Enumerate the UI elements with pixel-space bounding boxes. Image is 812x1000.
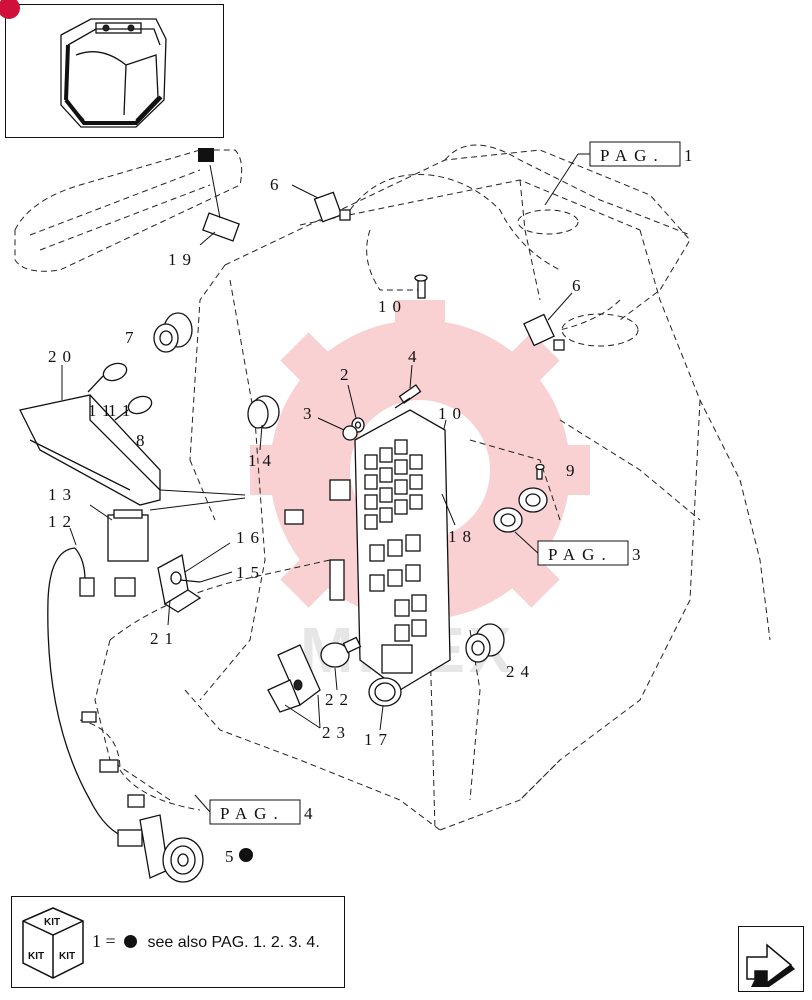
callout-19: 19	[168, 250, 197, 269]
kit-cube-icon: KIT KIT KIT	[22, 907, 84, 979]
page-ref-pag4[interactable]: PAG. 4	[194, 794, 320, 825]
kit-legend-number: 1	[92, 931, 101, 951]
part-6-connector-top	[313, 191, 351, 223]
kit-legend-line: 1 = see also PAG. 1. 2. 3. 4.	[92, 931, 320, 952]
callout-24: 24	[506, 662, 535, 681]
part-19-decal	[202, 212, 240, 242]
part-6-connector-right	[523, 313, 565, 351]
cab-thumbnail-drawing	[60, 18, 167, 128]
kit-cube-left-label: KIT	[28, 951, 44, 962]
part-14-cap	[247, 395, 280, 429]
next-page-arrow-icon	[746, 943, 795, 987]
console-switch-panel	[198, 148, 214, 162]
part-11-bulb-upper	[87, 362, 128, 393]
upper-harness	[349, 144, 691, 291]
page-ref-pag4-label: PAG.	[220, 804, 285, 823]
relay-socket	[114, 577, 136, 597]
part-7-grommet	[153, 312, 193, 353]
page-ref-pag3[interactable]: PAG. 3	[537, 540, 648, 566]
callout-2: 2	[340, 365, 355, 384]
callout-11-left: 11	[88, 401, 116, 420]
kit-legend-text: see also PAG. 1. 2. 3. 4.	[147, 934, 320, 951]
callout-5: 5	[225, 847, 240, 866]
part-15-bolt	[170, 571, 201, 585]
callout-15: 15	[236, 563, 265, 582]
callout-20: 20	[48, 347, 77, 366]
callout-9: 9	[566, 461, 581, 480]
corner-badge	[0, 0, 20, 19]
kit-legend-equals: =	[105, 931, 116, 951]
callout-6-right: 6	[572, 276, 587, 295]
page-ref-pag3-label: PAG.	[548, 545, 613, 564]
connector-plug-b	[518, 487, 548, 513]
part-20-fuse-cover	[19, 394, 161, 506]
overhead-console	[14, 148, 243, 272]
kit-cube-top-label: KIT	[44, 917, 60, 928]
callout-21: 21	[150, 629, 179, 648]
part-13-relay	[107, 509, 149, 562]
callout-23: 23	[322, 723, 351, 742]
part-17-ring	[368, 677, 402, 707]
callout-11-right: 11	[108, 401, 136, 420]
callout-3: 3	[303, 404, 318, 423]
callout-8: 8	[136, 431, 151, 450]
lower-harness	[79, 711, 201, 811]
callout-14: 14	[248, 451, 277, 470]
connector-plug-a	[493, 507, 523, 533]
next-page-button[interactable]	[738, 926, 804, 992]
callout-4: 4	[408, 347, 423, 366]
kit-legend-dot-icon	[124, 935, 138, 948]
cab-thumbnail	[0, 0, 224, 138]
callout-6-top: 6	[270, 175, 285, 194]
part-12-harness	[47, 547, 143, 847]
callout-17: 17	[364, 730, 393, 749]
part-4-sensor	[394, 384, 422, 409]
page-ref-pag1[interactable]: PAG. 1	[544, 141, 700, 206]
callout-12: 12	[48, 512, 77, 531]
part-23-bracket	[267, 644, 321, 713]
callout-13: 13	[48, 485, 77, 504]
part-11-bulb-lower	[114, 395, 153, 421]
part-9-screw	[535, 463, 545, 480]
callout-10-upper: 10	[378, 297, 407, 316]
page-ref-pag3-number: 3	[632, 545, 648, 564]
central-fuse-box	[284, 409, 451, 691]
callout-16: 16	[236, 528, 265, 547]
kit-legend: KIT KIT KIT 1 = see also PAG. 1. 2. 3. 4…	[11, 896, 345, 988]
page-ref-pag1-label: PAG.	[600, 146, 665, 165]
kit-marker-dot	[239, 848, 253, 862]
callout-18: 18	[448, 527, 477, 546]
callout-10-middle: 10	[438, 404, 467, 423]
callout-7: 7	[125, 328, 140, 347]
page-ref-pag1-number: 1	[684, 146, 700, 165]
part-3-washer	[342, 425, 358, 441]
callout-22: 22	[325, 690, 354, 709]
part-10-bolt-upper	[414, 274, 428, 299]
part-24-grommet	[465, 623, 505, 663]
kit-cube-right-label: KIT	[59, 951, 75, 962]
page-ref-pag4-number: 4	[304, 804, 320, 823]
part-5-horn	[139, 814, 204, 883]
part-22-switch	[320, 636, 362, 668]
